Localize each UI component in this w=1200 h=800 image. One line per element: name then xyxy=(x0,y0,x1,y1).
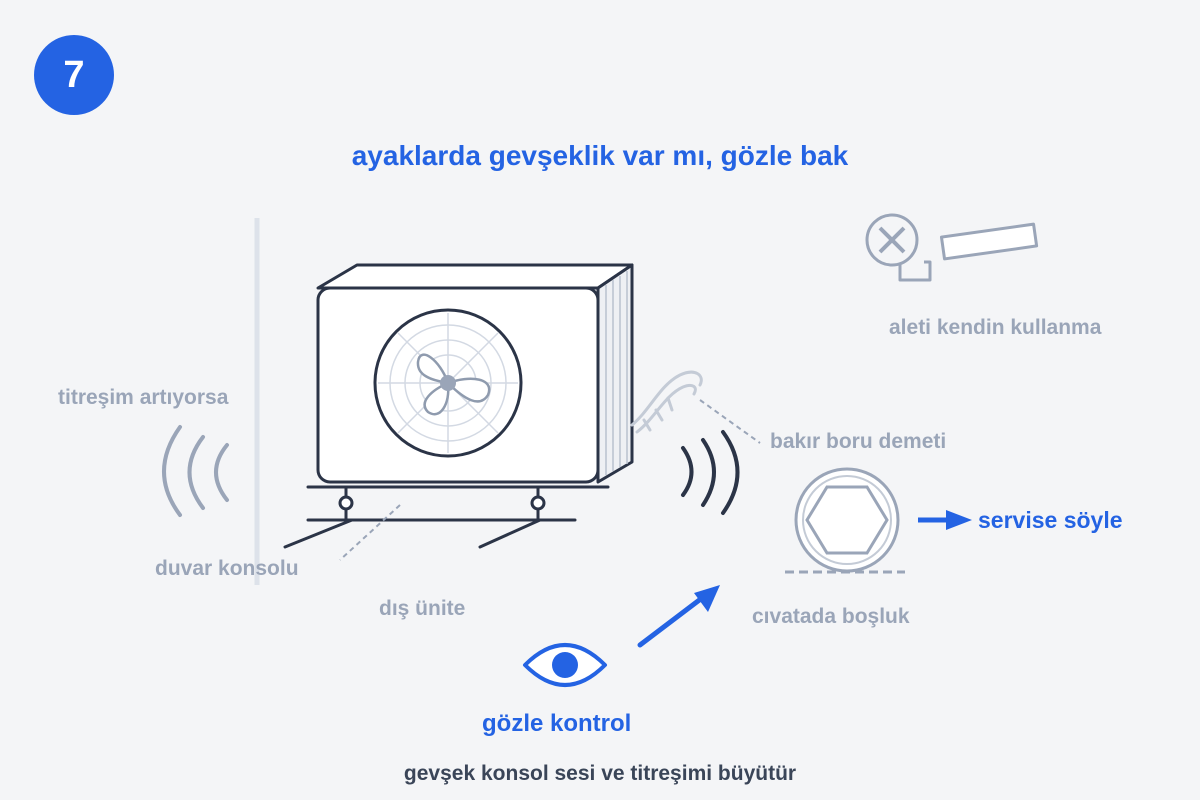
fan-icon xyxy=(373,308,523,458)
bolt-hex-icon xyxy=(785,467,905,574)
vibration-waves-icon-left xyxy=(162,425,229,517)
label-bolt-gap: cıvatada boşluk xyxy=(752,605,910,628)
wall-bracket-leader xyxy=(339,504,401,561)
page-title: ayaklarda gevşeklik var mı, gözle bak xyxy=(351,140,849,171)
label-wall-bracket: duvar konsolu xyxy=(155,557,299,580)
copper-pipes xyxy=(630,370,703,434)
label-visual-check: gözle kontrol xyxy=(482,710,632,737)
no-wrench-icon xyxy=(865,213,1039,282)
label-vibration: titreşim artıyorsa xyxy=(58,386,229,409)
step-number-badge: 7 xyxy=(34,35,114,115)
arrow-icon-check xyxy=(637,585,720,648)
label-copper-pipes: bakır boru demeti xyxy=(770,430,947,453)
footer-note: gevşek konsol sesi ve titreşimi büyütür xyxy=(403,762,797,785)
arrow-icon-service xyxy=(918,510,972,530)
wall-bracket xyxy=(283,485,610,549)
label-outdoor-unit: dış ünite xyxy=(379,597,466,620)
copper-pipes-leader xyxy=(699,399,761,444)
vibration-waves-icon-right xyxy=(681,430,740,515)
label-no-tools: aleti kendin kullanma xyxy=(889,316,1102,339)
label-tell-service: servise söyle xyxy=(978,507,1123,533)
eye-icon xyxy=(523,643,607,687)
